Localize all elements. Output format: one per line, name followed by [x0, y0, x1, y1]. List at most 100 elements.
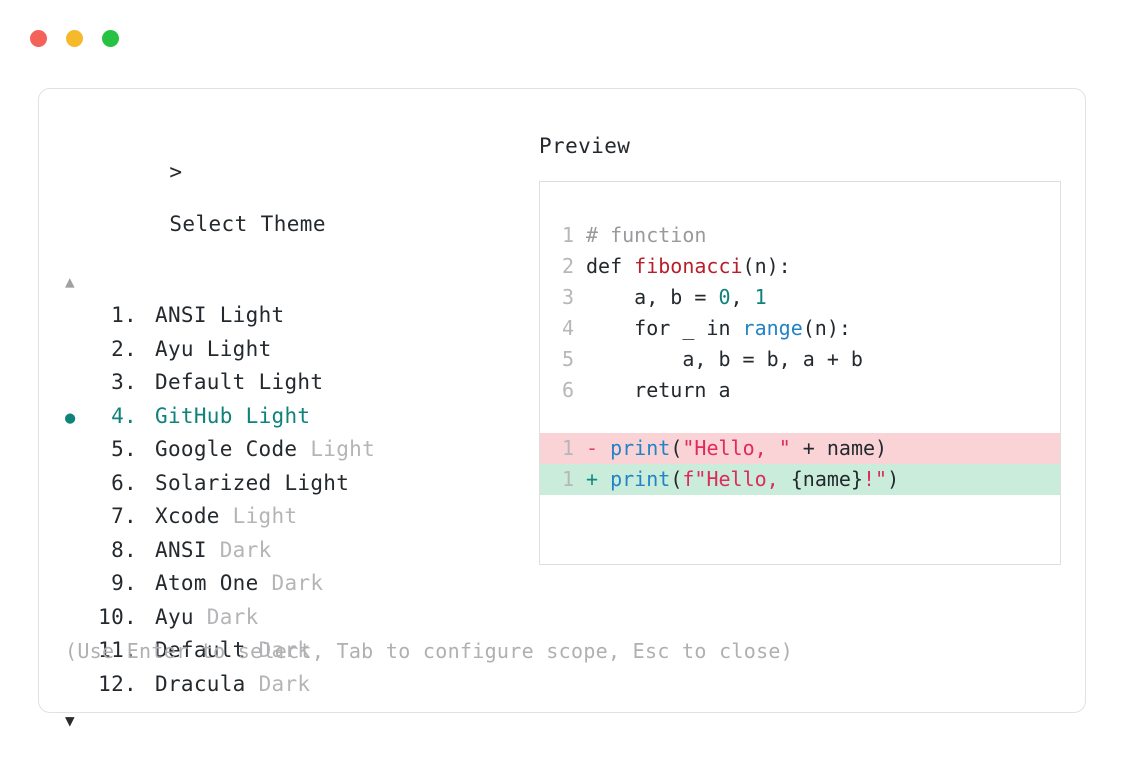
code-token: def: [586, 254, 635, 278]
theme-item-spacer: [137, 434, 155, 466]
theme-list-item[interactable]: 9. Atom One Dark: [65, 568, 535, 602]
code-token: print: [610, 467, 671, 491]
bullet-placeholder: [65, 436, 95, 468]
theme-item-variant: Light: [284, 470, 350, 495]
bullet-placeholder: [65, 503, 95, 535]
theme-list-item[interactable]: 3. Default Light: [65, 367, 535, 401]
code-token: ,: [730, 285, 755, 309]
line-number: 6: [561, 378, 574, 402]
theme-item-spacer: [137, 468, 155, 500]
code-line-text: a, b = b, a + b: [586, 344, 863, 375]
diff-added-sign: +: [586, 467, 611, 491]
prompt-marker: >: [169, 160, 183, 184]
code-line-text: for _ in range(n):: [586, 313, 851, 344]
theme-item-spacer: [137, 300, 155, 332]
theme-list-item[interactable]: 7. Xcode Light: [65, 501, 535, 535]
theme-item-name: Google Code: [155, 437, 298, 461]
theme-item-variant: Dark: [271, 571, 324, 595]
theme-item-variant: Light: [258, 370, 324, 394]
scroll-down-arrow-icon[interactable]: ▼: [65, 711, 75, 730]
theme-item-spacer: [137, 602, 155, 634]
theme-item-gap: [220, 501, 233, 533]
theme-list-item[interactable]: 11. Default Dark: [65, 635, 535, 669]
diff-line-number: 1: [561, 467, 574, 491]
theme-item-variant: Light: [206, 336, 272, 361]
theme-item-gap: [297, 434, 310, 466]
code-token: !": [862, 467, 888, 491]
theme-item-name: Dracula: [155, 671, 246, 696]
theme-list-item[interactable]: 2. Ayu Light: [65, 334, 535, 368]
theme-item-name: Xcode: [155, 504, 220, 528]
diff-line-content: 1- print("Hello, " + name): [540, 433, 1060, 464]
theme-item-name: GitHub: [155, 403, 233, 428]
theme-item-gap: [272, 468, 285, 500]
theme-item-variant: Dark: [219, 537, 272, 562]
diff-line: 1- print("Hello, " + name): [540, 433, 1060, 464]
theme-item-spacer: [137, 669, 155, 701]
code-token: "Hello, ": [682, 436, 791, 460]
code-token: a, b = b, a + b: [586, 347, 863, 371]
prompt-header: > Select Theme: [65, 133, 535, 263]
bullet-placeholder: [65, 369, 95, 401]
code-line: 1# function: [540, 220, 1060, 251]
scroll-up-arrow-icon[interactable]: ▲: [65, 272, 75, 291]
bullet-placeholder: [65, 470, 95, 502]
code-token: + name): [790, 436, 888, 460]
theme-item-number: 1.: [111, 303, 137, 327]
code-token: range: [742, 316, 803, 340]
code-token: (: [670, 436, 683, 460]
bullet-placeholder: [65, 336, 95, 368]
theme-item-gap: [259, 568, 272, 600]
theme-item-gap: [246, 669, 259, 701]
code-token: (n):: [742, 254, 791, 278]
theme-item-name: ANSI: [155, 303, 207, 327]
theme-list-item[interactable]: 1. ANSI Light: [65, 300, 535, 334]
line-number: 4: [561, 316, 574, 340]
code-token: {name}: [790, 467, 863, 491]
theme-list-item[interactable]: ●4. GitHub Light: [65, 401, 535, 435]
selected-bullet-icon: ●: [65, 407, 76, 428]
theme-list-item[interactable]: 5. Google Code Light: [65, 434, 535, 468]
code-line: 5 a, b = b, a + b: [540, 344, 1060, 375]
code-token: (: [670, 467, 683, 491]
line-number: 5: [561, 347, 574, 371]
theme-item-spacer: [137, 568, 155, 600]
code-line-text: # function: [586, 220, 706, 251]
theme-list[interactable]: 1. ANSI Light 2. Ayu Light 3. Default Li…: [65, 300, 535, 702]
theme-item-number: 7.: [111, 504, 137, 528]
theme-item-name: Default: [155, 370, 246, 394]
code-token: return a: [586, 378, 731, 402]
code-token: ): [887, 467, 900, 491]
theme-item-number: 6.: [111, 470, 137, 495]
theme-item-variant: Light: [310, 437, 376, 461]
theme-item-number: 12.: [98, 671, 137, 696]
theme-item-spacer: [137, 401, 155, 433]
window-titlebar: [30, 30, 119, 47]
code-line-text: return a: [586, 375, 731, 406]
code-line-text: def fibonacci(n):: [586, 251, 791, 282]
close-window-button[interactable]: [30, 30, 47, 47]
theme-item-number: 4.: [111, 403, 137, 428]
theme-list-item[interactable]: 10. Ayu Dark: [65, 602, 535, 636]
maximize-window-button[interactable]: [102, 30, 119, 47]
bullet-placeholder: [65, 570, 95, 602]
preview-label: Preview: [539, 134, 631, 158]
theme-list-item[interactable]: 12. Dracula Dark: [65, 669, 535, 703]
code-token: a, b =: [586, 285, 719, 309]
theme-item-number: 3.: [111, 370, 137, 394]
minimize-window-button[interactable]: [66, 30, 83, 47]
theme-item-gap: [194, 334, 207, 366]
theme-item-variant: Dark: [206, 604, 259, 629]
theme-item-name: Atom One: [155, 571, 259, 595]
code-token: 1: [754, 285, 767, 309]
code-token: f"Hello,: [682, 467, 791, 491]
code-line: 4 for _ in range(n):: [540, 313, 1060, 344]
theme-list-item[interactable]: 8. ANSI Dark: [65, 535, 535, 569]
diff-line-number: 1: [561, 436, 574, 460]
theme-item-number: 8.: [111, 537, 137, 562]
theme-list-item[interactable]: 6. Solarized Light: [65, 468, 535, 502]
theme-item-spacer: [137, 535, 155, 567]
theme-item-number: 11.: [98, 638, 137, 662]
